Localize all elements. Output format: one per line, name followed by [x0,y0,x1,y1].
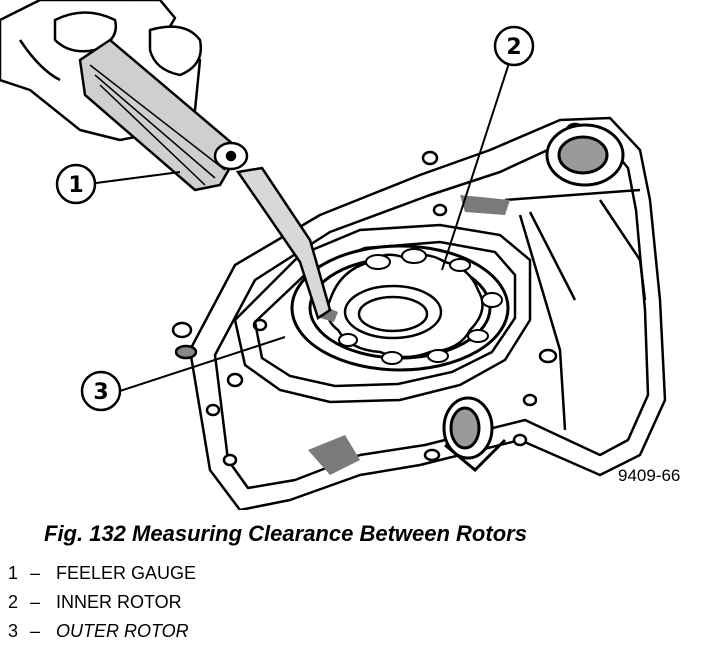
legend-number: 2 [8,592,19,612]
callout-1: 1 [55,163,97,205]
legend-label: FEELER GAUGE [56,563,197,583]
rotor-pockets [338,248,503,365]
inner-rotor [326,253,484,359]
callout-1-number: 1 [68,173,83,198]
art-id: 9409-66 [618,466,681,485]
legend-dash: – [30,563,41,583]
figure-caption: Fig. 132 Measuring Clearance Between Rot… [44,521,527,546]
legend-number: 1 [8,563,19,583]
upper-boss [545,123,625,187]
legend-label: INNER ROTOR [56,592,182,612]
legend-dash: – [30,592,41,612]
lower-boss [442,396,507,473]
legend-label: OUTER ROTOR [56,621,189,641]
legend-item: 3–OUTER ROTOR [8,617,196,646]
legend-dash: – [30,621,41,641]
pump-housing [188,116,667,510]
legend-number: 3 [8,621,19,641]
pump-illustration: 1 2 3 [0,0,667,510]
callout-2: 2 [493,25,535,67]
feeler-gauge [78,38,332,320]
callout-2-number: 2 [506,35,521,60]
callout-3: 3 [80,370,122,412]
mounting-holes [171,122,585,467]
callout-3-number: 3 [93,380,108,405]
leader-lines [95,59,511,392]
legend-item: 1–FEELER GAUGE [8,559,196,588]
housing-shading [308,195,510,475]
legend: 1–FEELER GAUGE 2–INNER ROTOR 3–OUTER ROT… [8,559,196,646]
legend-item: 2–INNER ROTOR [8,588,196,617]
